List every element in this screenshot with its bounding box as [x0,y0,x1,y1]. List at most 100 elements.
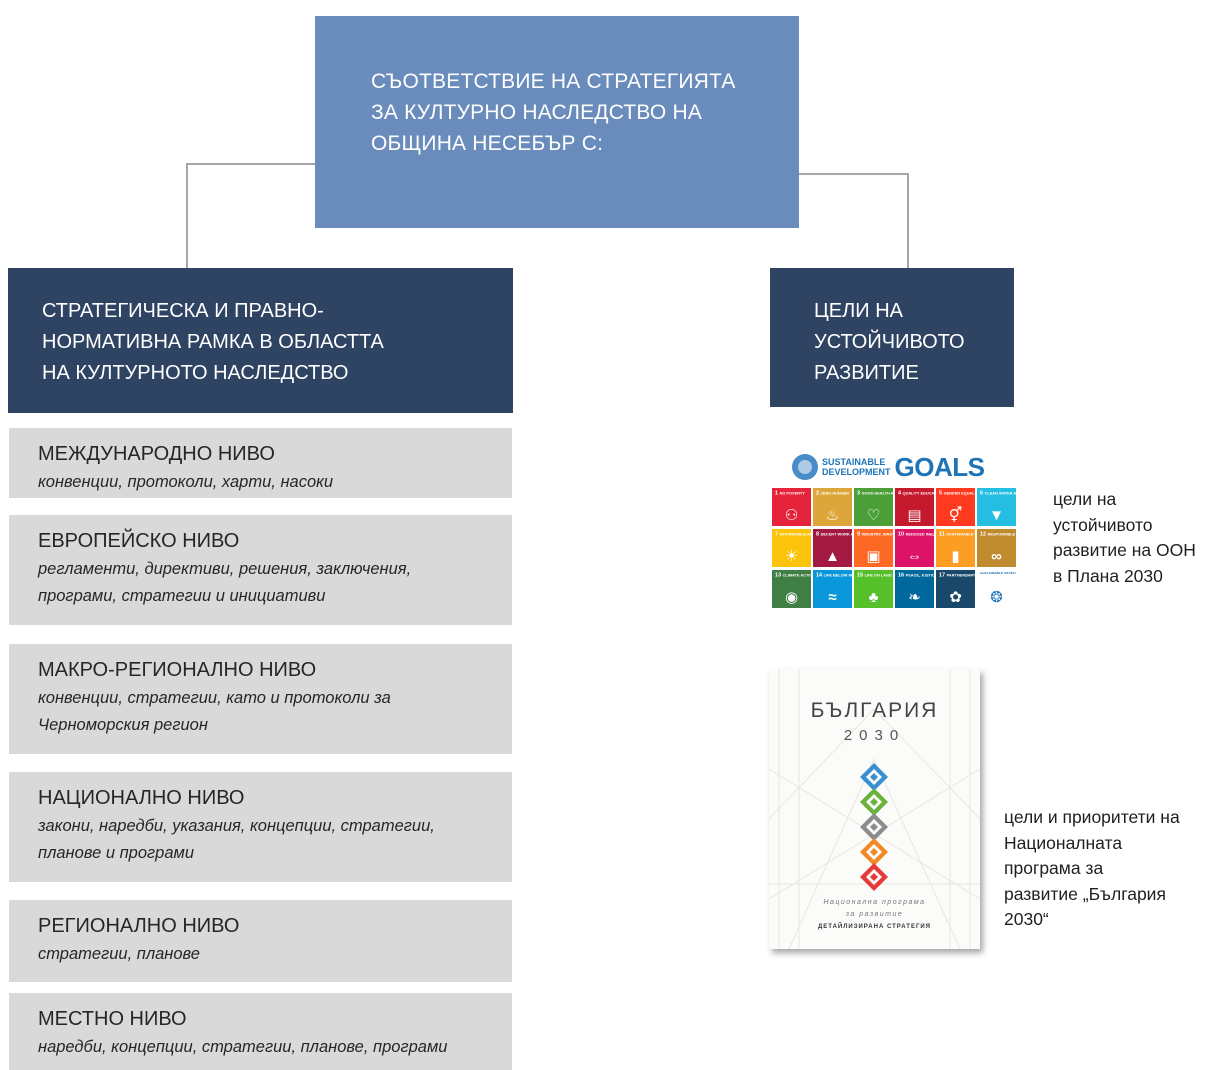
sdg-tile-label: 1 NO POVERTY [775,490,805,497]
sdg-tile-14: 14 LIFE BELOW WATER≈ [813,570,852,608]
sdg-tile-16: 16 PEACE, JUSTICE AND STRONG INSTITUTION… [895,570,934,608]
level-desc: регламенти, директиви, решения, заключен… [38,560,412,578]
sun-icon: ☀ [784,548,799,565]
city-icon: ▮ [951,548,960,565]
sdg-tile-2: 2 ZERO HUNGER ♨ [813,488,852,526]
sdg-tile-label: 12 RESPONSIBLE CONSUMPTION AND PRODUCTIO… [980,531,1016,538]
sdg-header-title: GOALS [894,451,985,482]
sdg-tile-label: 2 ZERO HUNGER [816,490,850,497]
cover-title: БЪЛГАРИЯ [810,699,939,722]
sdg-tile-label: 16 PEACE, JUSTICE AND STRONG INSTITUTION… [898,572,934,579]
sdg-header-subtitle: SUSTAINABLE DEVELOPMENT [822,457,891,477]
sdg-goals-image: SUSTAINABLE DEVELOPMENT GOALS 1 NO POVER… [772,452,1020,612]
level-regional: РЕГИОНАЛНО НИВО стратегии, планове [9,900,512,982]
sdg-tile-5: 5 GENDER EQUALITY ⚥ [936,488,975,526]
book-icon: ▤ [907,507,922,524]
sd-line-1: ЦЕЛИ НА [814,300,903,322]
sdg-tile-label: 5 GENDER EQUALITY [939,490,975,497]
title-line-1: СЪОТВЕТСТВИЕ НА СТРАТЕГИЯТА [371,70,736,93]
sdg-tile-label: 7 AFFORDABLE AND CLEAN ENERGY [775,531,811,538]
level-desc: Черноморския регион [38,716,208,734]
sdg-tile-1: 1 NO POVERTY ⚇ [772,488,811,526]
sdg-tile-label: 6 CLEAN WATER AND SANITATION [980,490,1016,497]
growth-icon: ▲ [825,548,840,565]
level-international: МЕЖДУНАРОДНО НИВО конвенции, протоколи, … [9,428,512,498]
ornament-diamond [860,763,888,791]
sdg-tile-label: 15 LIFE ON LAND [857,572,892,579]
bowl-icon: ♨ [825,507,840,524]
sustainable-development-box: ЦЕЛИ НА УСТОЙЧИВОТО РАЗВИТИЕ [770,268,1014,407]
bulgaria-2030-cover: БЪЛГАРИЯ 2030 Национална програма за раз… [769,669,980,949]
cover-subtitle-3: ДЕТАЙЛИЗИРАНА СТРАТЕГИЯ [818,924,931,930]
sdg-tile-11: 11 SUSTAINABLE CITIES AND COMMUNITIES ▮ [936,529,975,567]
level-title: МЕЖДУНАРОДНО НИВО [38,443,275,465]
family-icon: ⚇ [784,507,799,524]
ornament-diamond [860,788,888,816]
tree-icon: ♣ [868,589,879,606]
level-desc: наредби, концепции, стратегии, планове, … [38,1038,448,1056]
framework-line-3: НА КУЛТУРНОТО НАСЛЕДСТВО [42,362,349,384]
cover-year: 2030 [843,727,906,744]
ornament-diamond [860,838,888,866]
title-line-2: ЗА КУЛТУРНО НАСЛЕДСТВО НА [371,101,703,124]
sdg-tile-label: SUSTAINABLE DEVELOPMENT GOALS [980,572,1016,576]
cover-line-pattern [769,669,980,949]
legal-framework-box: СТРАТЕГИЧЕСКА И ПРАВНО- НОРМАТИВНА РАМКА… [8,268,513,413]
cover-subtitle-1: Национална програма [823,899,926,906]
title-line-3: ОБЩИНА НЕСЕБЪР С: [371,132,604,155]
framework-line-2: НОРМАТИВНА РАМКА В ОБЛАСТТА [42,331,384,353]
connector-right-vertical [907,173,909,269]
dove-icon: ❧ [908,589,921,606]
ornament-diamond [860,863,888,891]
sdg-wheel-icon: ❂ [990,589,1003,606]
sdg-tile-9: 9 INDUSTRY, INNOVATION AND INFRASTRUCTUR… [854,529,893,567]
heartbeat-icon: ♡ [866,507,881,524]
gender-icon: ⚥ [948,507,963,524]
fish-icon: ≈ [828,589,837,606]
sdg-tile-4: 4 QUALITY EDUCATION ▤ [895,488,934,526]
un-globe-icon [792,454,818,480]
level-desc: програми, стратегии и инициативи [38,587,326,605]
cubes-icon: ▣ [866,548,881,565]
sdg-tile-13: 13 CLIMATE ACTION◉ [772,570,811,608]
level-desc: планове и програми [38,844,195,862]
bulgaria-2030-caption: цели и приоритети на Националната програ… [1004,807,1180,929]
cover-subtitle-2: за развитие [845,911,904,918]
cover-ornaments [860,763,888,891]
sdg-tile-10: 10 REDUCED INEQUALITIES ⇔ [895,529,934,567]
level-desc: конвенции, стратегии, като и протоколи з… [38,689,391,707]
sdg-tile-17: 17 PARTNERSHIPS FOR THE GOALS✿ [936,570,975,608]
sd-line-3: РАЗВИТИЕ [814,362,919,384]
infinity-icon: ∞ [991,548,1002,565]
level-local: МЕСТНО НИВО наредби, концепции, стратеги… [9,993,512,1070]
level-national: НАЦИОНАЛНО НИВО закони, наредби, указани… [9,772,512,882]
level-desc: конвенции, протоколи, харти, насоки [38,473,334,491]
level-title: РЕГИОНАЛНО НИВО [38,915,240,937]
sdg-tile-7: 7 AFFORDABLE AND CLEAN ENERGY ☀ [772,529,811,567]
sdg-tile-label: 3 GOOD HEALTH AND WELL-BEING [857,490,893,497]
sdg-tile-label: 10 REDUCED INEQUALITIES [898,531,934,538]
sdg-tile-label: 4 QUALITY EDUCATION [898,490,934,497]
sdg-tile-15: 15 LIFE ON LAND ♣ [854,570,893,608]
ornament-diamond [860,813,888,841]
level-macro-regional: МАКРО-РЕГИОНАЛНО НИВО конвенции, стратег… [9,644,512,754]
framework-line-1: СТРАТЕГИЧЕСКА И ПРАВНО- [42,300,324,322]
level-title: ЕВРОПЕЙСКО НИВО [38,530,240,552]
sdg-tile-label: 13 CLIMATE ACTION [775,572,811,579]
sdg-tile-label: 11 SUSTAINABLE CITIES AND COMMUNITIES [939,531,975,538]
level-title: МЕСТНО НИВО [38,1008,187,1030]
sdg-tile-label: 9 INDUSTRY, INNOVATION AND INFRASTRUCTUR… [857,531,893,538]
rings-icon: ✿ [949,589,962,606]
sdg-tile-label: 8 DECENT WORK AND ECONOMIC GROWTH [816,531,852,538]
level-european: ЕВРОПЕЙСКО НИВО регламенти, директиви, р… [9,515,512,625]
sdg-caption: цели на устойчивото развитие на ООН в Пл… [1053,489,1196,586]
sdg-header: SUSTAINABLE DEVELOPMENT GOALS [792,451,985,482]
level-title: МАКРО-РЕГИОНАЛНО НИВО [38,659,317,681]
sd-line-2: УСТОЙЧИВОТО [814,331,965,353]
connector-left-horizontal [186,163,316,165]
sdg-tile-8: 8 DECENT WORK AND ECONOMIC GROWTH ▲ [813,529,852,567]
water-icon: ▼ [989,507,1004,524]
level-desc: стратегии, планове [38,945,200,963]
level-title: НАЦИОНАЛНО НИВО [38,787,245,809]
equality-icon: ⇔ [907,548,922,565]
